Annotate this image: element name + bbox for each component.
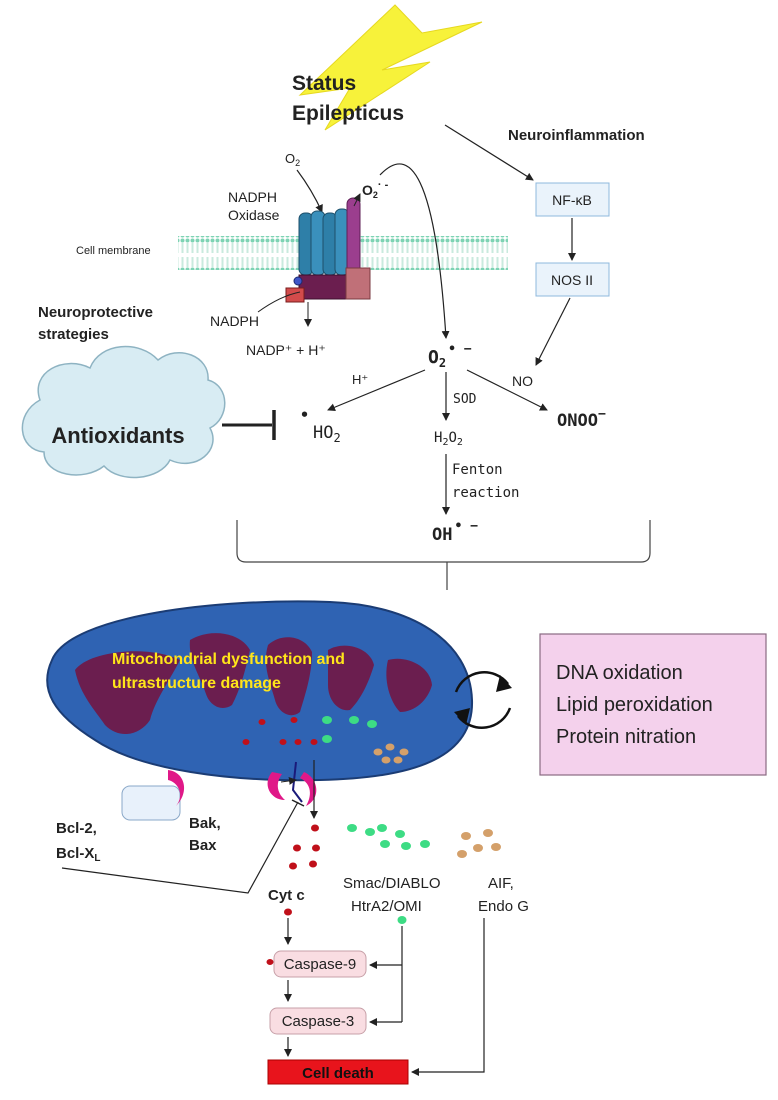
h-plus-label: H⁺ (352, 372, 368, 387)
smac-dots-released (347, 824, 430, 850)
nadph-oxidase-complex (285, 197, 371, 303)
o2-input-label: O2 (285, 151, 300, 168)
nfkb-box (535, 182, 610, 217)
cytc-dot-marker (284, 908, 292, 916)
arrow-oxidase-out (353, 193, 361, 207)
nfkb-label: NF-κB (552, 192, 592, 208)
arrow-nos2-to-no (535, 297, 571, 366)
hydroxyl-label: OH• − (432, 519, 478, 545)
cytc-dot-caspase (266, 959, 274, 965)
bak-label-1: Bak, (189, 815, 221, 832)
bcl-label-1: Bcl-2, (56, 820, 97, 837)
damage-box (539, 633, 767, 776)
antioxidants-label: Antioxidants (51, 423, 184, 448)
o2-output-label: O2· - (362, 179, 389, 200)
caspase3-label: Caspase-3 (282, 1013, 355, 1030)
aif-dots-released (457, 829, 501, 858)
pore-channel (291, 761, 303, 803)
cytc-label: Cyt c (268, 887, 305, 904)
cytc-dots-inside (242, 717, 318, 745)
arrow-to-peroxynitrite (466, 369, 548, 411)
mito-label-1: Mitochondrial dysfunction and (112, 651, 345, 668)
smac-dot-marker (397, 916, 407, 924)
bcl-inhibition-bar (291, 799, 305, 807)
cell-death-label: Cell death (302, 1065, 374, 1082)
arrow-bak-to-pore (280, 776, 297, 785)
caspase9-label: Caspase-9 (284, 956, 357, 973)
cytc-dots-released (289, 824, 320, 870)
neuroprotective-label-1: Neuroprotective (38, 304, 153, 321)
cycle-arrows-icon (454, 671, 512, 729)
smac-label-2: HtrA2/OMI (351, 898, 422, 915)
fenton-label-2: reaction (452, 485, 519, 501)
cell-death-box (267, 1059, 409, 1085)
sod-label: SOD (453, 392, 477, 407)
arrow-se-to-nfkb (444, 124, 534, 181)
caspase9-box (273, 950, 367, 978)
epilepticus-text: Epilepticus (292, 102, 404, 125)
superoxide-label: O2• − (428, 342, 472, 370)
no-label: NO (512, 373, 533, 389)
bcl-label-2: Bcl-XL (56, 845, 100, 864)
bcl-inhibition-line (61, 801, 299, 894)
neuroinflammation-label: Neuroinflammation (508, 127, 645, 144)
caspase3-box (269, 1007, 367, 1035)
bak-protein (168, 770, 185, 806)
nos2-box (535, 262, 610, 297)
peroxide-label: H2O2 (434, 430, 463, 448)
mitochondrion (46, 600, 474, 782)
arrow-nadph-in (257, 291, 301, 313)
hydroperoxyl-dot: • (300, 406, 309, 424)
bcl2-protein (121, 785, 181, 821)
damage-item-lipid: Lipid peroxidation (556, 694, 713, 716)
arrow-aif-to-death (411, 918, 485, 1076)
pore-left (267, 772, 285, 800)
smac-dots-inside (322, 716, 377, 743)
status-text: Status (292, 72, 356, 95)
arrow-o2-into-oxidase (296, 169, 323, 213)
lightning-bolt-icon (298, 4, 483, 131)
damage-item-dna: DNA oxidation (556, 662, 683, 684)
arrow-to-superoxide (379, 163, 450, 339)
bak-label-2: Bax (189, 837, 217, 854)
fenton-label-1: Fenton (452, 462, 503, 478)
mito-label-2: ultrastructure damage (112, 675, 281, 692)
cell-membrane-label: Cell membrane (76, 245, 151, 257)
damage-item-protein: Protein nitration (556, 726, 696, 748)
smac-label-1: Smac/DIABLO (343, 875, 441, 892)
peroxynitrite-label: ONOO− (557, 407, 606, 431)
nadph-substrate-label: NADPH (210, 313, 259, 329)
nadph-oxidase-label-1: NADPH (228, 189, 277, 205)
neuroprotective-label-2: strategies (38, 326, 109, 343)
nadp-products-label: NADP⁺ + H⁺ (246, 342, 326, 358)
aif-label-1: AIF, (488, 875, 514, 892)
hydroperoxyl-label: HO2 (313, 423, 341, 445)
nos2-label: NOS II (551, 272, 593, 288)
pore-right (300, 772, 317, 806)
arrow-to-hydroperoxyl (327, 369, 426, 412)
aif-label-2: Endo G (478, 898, 529, 915)
antioxidants-cloud (21, 345, 226, 479)
aif-dots-inside (373, 743, 409, 764)
ros-bracket (236, 520, 651, 563)
nadph-oxidase-label-2: Oxidase (228, 207, 280, 223)
